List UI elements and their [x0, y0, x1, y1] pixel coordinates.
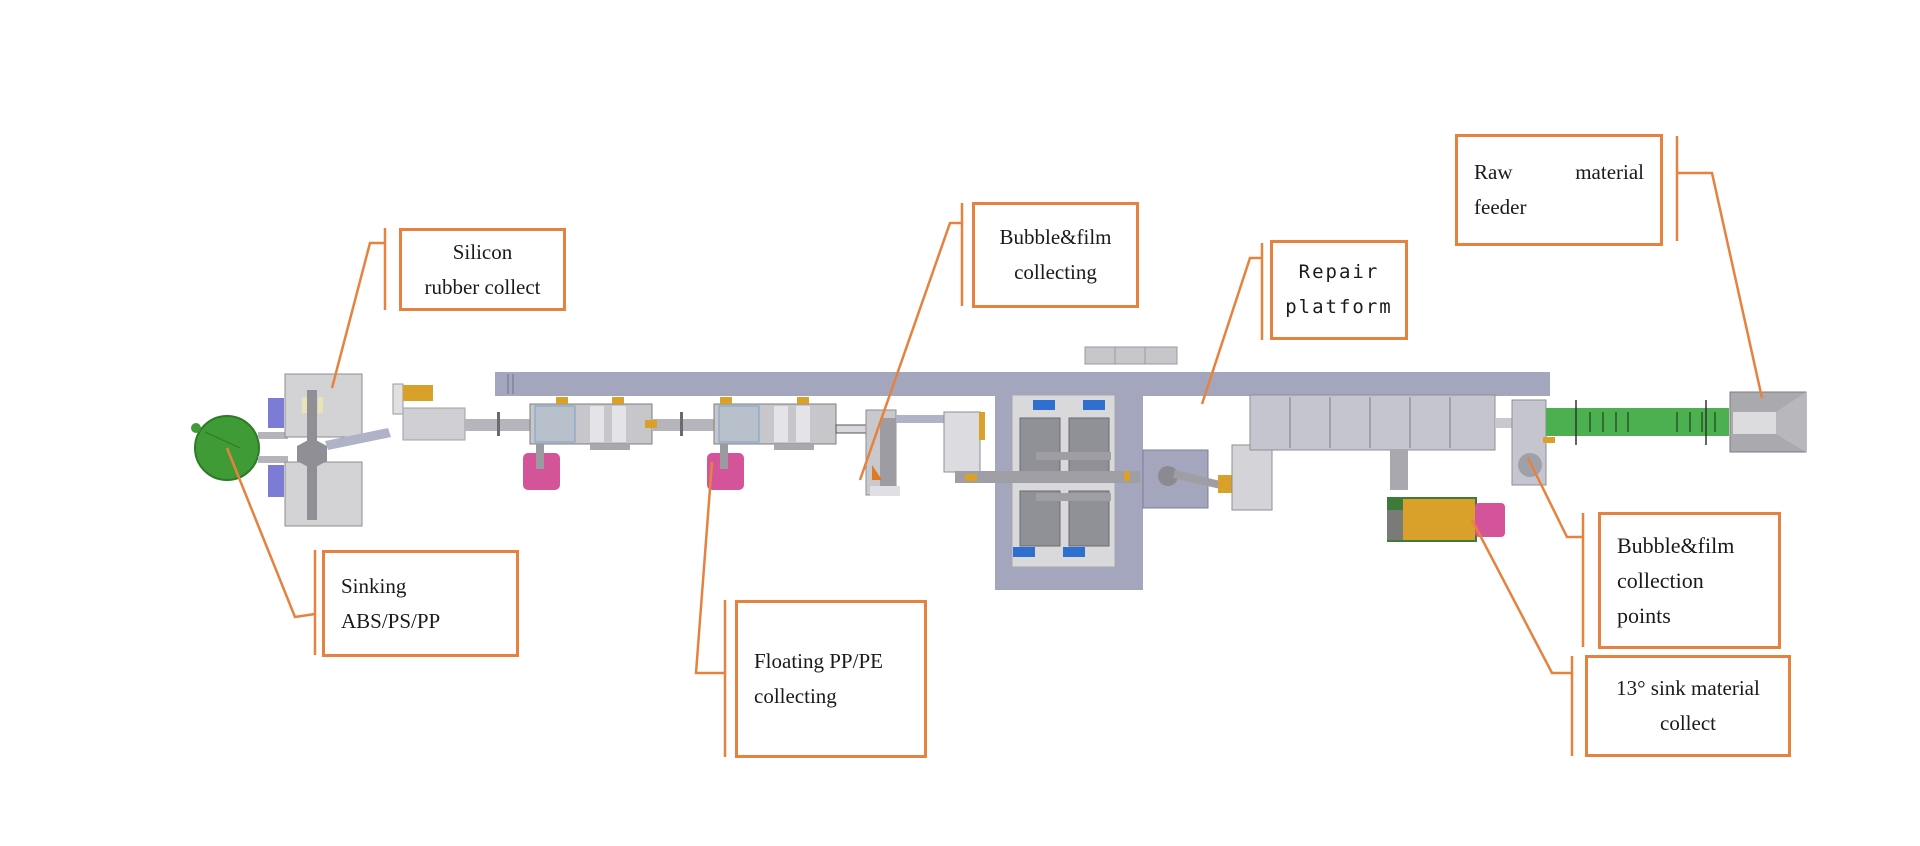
leader-raw-feeder: [1677, 171, 1764, 399]
callout-sinking-abs-ps-pp: Sinking ABS/PS/PP: [322, 550, 519, 657]
callout-line: Bubble&film: [1617, 533, 1735, 558]
callout-line: 13° sink material: [1616, 676, 1760, 700]
callout-floating-pp-pe-collecting: Floating PP/PE collecting: [735, 600, 927, 758]
callout-bubble-film-collecting: Bubble&film collecting: [972, 202, 1139, 308]
callout-line: collecting: [754, 684, 837, 708]
leader-sink-13: [1470, 519, 1572, 675]
leader-lines: [225, 136, 1764, 757]
callout-bubble-film-collection-points: Bubble&film collection points: [1598, 512, 1781, 649]
central-tank-cluster: [955, 394, 1140, 568]
callout-row: Raw material: [1474, 155, 1660, 190]
callout-line: points: [1617, 603, 1671, 628]
callout-repair-platform: Repair platform: [1270, 240, 1408, 340]
motor-blue-4: [1063, 547, 1085, 557]
leader-repair: [1200, 256, 1262, 405]
callout-line: feeder: [1474, 195, 1527, 219]
right-platform-beam: [1143, 372, 1543, 394]
upper-panel: [1084, 346, 1178, 365]
callout-line: Repair: [1298, 261, 1380, 283]
bubble-film-point-unit: [1511, 399, 1555, 486]
sink-collector: [1387, 497, 1505, 542]
silicon-bins: [284, 373, 391, 527]
leader-floating: [694, 461, 725, 675]
motor-blue-3: [1013, 547, 1035, 557]
callout-line: collecting: [1014, 260, 1097, 284]
dryer-unit: [1142, 444, 1273, 511]
callout-line: ABS/PS/PP: [341, 608, 441, 633]
callout-silicon-rubber-collect: Silicon rubber collect: [399, 228, 566, 311]
callout-word: material: [1575, 160, 1644, 184]
flotation-tank-2: [713, 397, 867, 450]
callout-line: rubber collect: [424, 274, 541, 299]
callout-line: collect: [1660, 711, 1716, 735]
callout-line: Bubble&film: [999, 225, 1112, 249]
callout-raw-material-feeder: Raw material feeder: [1455, 134, 1663, 246]
collection-bin-magenta-2: [707, 453, 744, 490]
bubble-film-separator: [865, 409, 985, 496]
leader-bubble-film-points: [1526, 457, 1583, 539]
leader-silicon: [330, 241, 385, 389]
collection-bin-magenta-1: [523, 453, 560, 490]
flotation-tank-1: [529, 397, 718, 450]
raw-material-feeder: [1546, 391, 1807, 453]
callout-line: Silicon: [452, 239, 513, 264]
callout-line: collection: [1617, 568, 1704, 593]
collection-bin-magenta-3: [1475, 503, 1505, 537]
callout-word: Raw: [1474, 160, 1513, 184]
leader-bubble-film: [858, 221, 962, 481]
leader-sinking: [225, 447, 316, 619]
wash-line: [1249, 394, 1520, 490]
callout-line: Sinking: [341, 573, 407, 598]
motor-blue-1: [1033, 400, 1055, 410]
callout-line: platform: [1285, 296, 1393, 318]
motor-blue-2: [1083, 400, 1105, 410]
callout-line: Floating PP/PE: [754, 649, 883, 673]
left-conveyor: [392, 383, 530, 441]
callout-13-sink-material-collect: 13° sink material collect: [1585, 655, 1791, 757]
